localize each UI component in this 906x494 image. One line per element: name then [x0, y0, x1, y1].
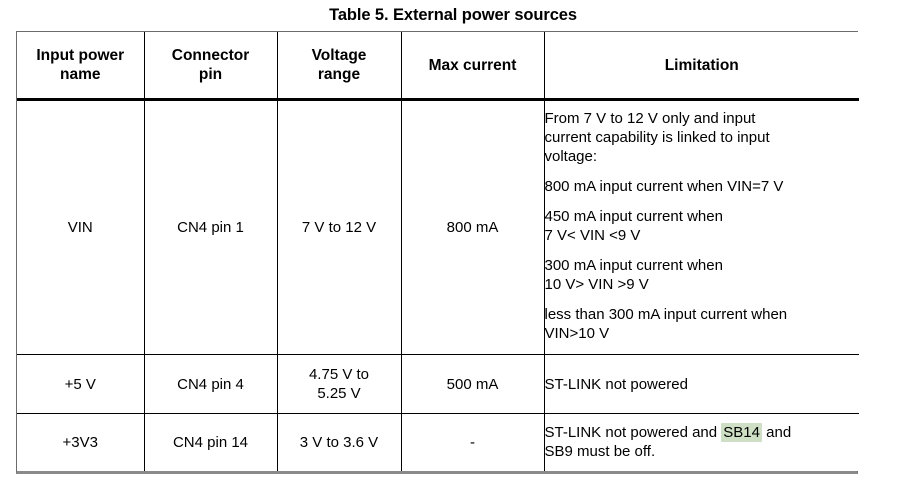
cell-line: CN4 pin 1	[177, 219, 244, 236]
column-header-max-current: Max current	[400, 32, 545, 101]
limitation-line: current capability is linked to input	[544, 129, 770, 146]
cell-limitation: From 7 V to 12 V only and input current …	[543, 99, 860, 355]
limitation-line: 300 mA input current when	[544, 257, 723, 274]
limitation-line: From 7 V to 12 V only and input	[544, 110, 756, 127]
cell-line: +3V3	[62, 433, 98, 451]
limitation-line: less than 300 mA input current when	[544, 306, 788, 323]
column-header-connector-pin: Connector pin	[143, 32, 278, 101]
cell-input-power-name: +3V3	[17, 413, 145, 471]
limitation-line: ST-LINK not powered	[544, 375, 688, 393]
cell-max-current: 500 mA	[400, 354, 545, 414]
external-power-sources-table: Input power name Connector pin Voltage r…	[17, 32, 859, 471]
header-line: Input power	[36, 47, 125, 64]
cell-max-current: -	[400, 413, 545, 471]
limitation-line: 7 V< VIN <9 V	[544, 227, 641, 244]
limitation-line: 800 mA input current when VIN=7 V	[544, 178, 784, 195]
cell-input-power-name: VIN	[17, 99, 145, 355]
column-header-voltage-range: Voltage range	[276, 32, 402, 101]
table-body: VIN CN4 pin 1 7 V to 12 V 800 mA	[17, 99, 860, 471]
header-line: range	[317, 66, 361, 83]
limitation-line: 10 V> VIN >9 V	[544, 276, 649, 293]
header-row: Input power name Connector pin Voltage r…	[17, 32, 859, 101]
limitation-paragraph: less than 300 mA input current when VIN>…	[545, 305, 860, 343]
header-line: pin	[198, 66, 223, 83]
limitation-paragraph: 300 mA input current when 10 V> VIN >9 V	[545, 256, 860, 294]
limitation-paragraph: 800 mA input current when VIN=7 V	[545, 177, 860, 196]
table-caption: Table 5. External power sources	[329, 6, 577, 24]
header-line: name	[60, 66, 101, 83]
header-line: Max current	[428, 56, 517, 74]
cell-line: 7 V to 12 V	[301, 219, 377, 236]
cell-voltage-range: 4.75 V to 5.25 V	[276, 354, 402, 414]
limitation-paragraph: 450 mA input current when 7 V< VIN <9 V	[545, 207, 860, 245]
limitation-paragraph: From 7 V to 12 V only and input current …	[545, 109, 860, 166]
header-line: Connector	[171, 47, 250, 64]
limitation-line: voltage:	[544, 148, 598, 165]
cell-connector-pin: CN4 pin 4	[143, 354, 278, 414]
limitation-line: VIN>10 V	[544, 325, 610, 342]
cell-line: 3 V to 3.6 V	[299, 433, 379, 451]
table-row: VIN CN4 pin 1 7 V to 12 V 800 mA	[17, 99, 860, 355]
cell-line: +5 V	[64, 375, 96, 393]
column-header-input-power-name: Input power name	[17, 32, 145, 101]
cell-max-current: 800 mA	[400, 99, 545, 355]
cell-input-power-name: +5 V	[17, 354, 145, 414]
cell-voltage-range: 7 V to 12 V	[276, 99, 402, 355]
limitation-line: SB9 must be off.	[544, 443, 656, 461]
table-frame: Input power name Connector pin Voltage r…	[16, 31, 859, 474]
cell-line: 5.25 V	[317, 385, 361, 402]
cell-line: 500 mA	[446, 375, 499, 393]
limitation-line: 450 mA input current when	[544, 208, 723, 225]
cell-limitation: ST-LINK not powered	[543, 354, 859, 414]
cell-line: 800 mA	[446, 219, 499, 236]
cell-voltage-range: 3 V to 3.6 V	[276, 413, 402, 471]
cell-connector-pin: CN4 pin 1	[143, 99, 278, 355]
limitation-line: and	[761, 424, 792, 442]
cell-line: VIN	[67, 219, 93, 236]
cell-line: CN4 pin 4	[177, 375, 244, 393]
cell-line: -	[470, 433, 475, 451]
cell-limitation: ST-LINK not powered and SB14 and SB9 mus…	[543, 413, 860, 471]
highlighted-term: SB14	[721, 423, 762, 443]
header-line: Voltage	[311, 47, 367, 64]
cell-connector-pin: CN4 pin 14	[143, 413, 278, 471]
limitation-text-block: ST-LINK not powered and SB14 and SB9 mus…	[545, 423, 860, 461]
column-header-limitation: Limitation	[543, 32, 859, 101]
table-row: +5 V CN4 pin 4 4.75 V to 5.25 V 500 mA S…	[17, 354, 859, 414]
table-header: Input power name Connector pin Voltage r…	[17, 32, 859, 101]
header-line: Limitation	[664, 56, 739, 74]
limitation-text-block: From 7 V to 12 V only and input current …	[545, 109, 860, 343]
cell-line: CN4 pin 14	[172, 433, 249, 451]
cell-line: 4.75 V to	[308, 366, 370, 383]
limitation-line: ST-LINK not powered and	[544, 424, 722, 442]
table-row: +3V3 CN4 pin 14 3 V to 3.6 V - ST-LINK n…	[17, 413, 860, 471]
